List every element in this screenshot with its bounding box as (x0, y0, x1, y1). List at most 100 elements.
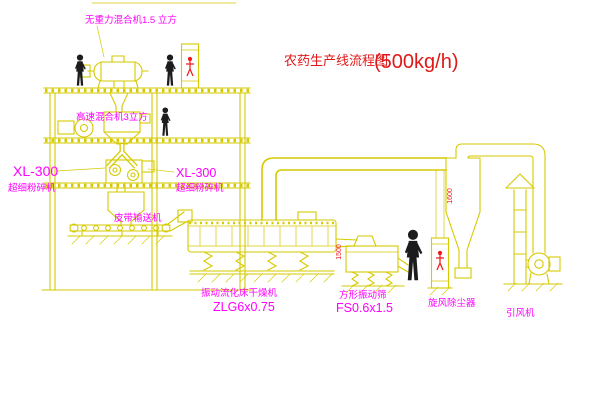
operator-icon (186, 61, 194, 77)
dryer-vent-stub (297, 211, 317, 221)
drive-drum (69, 223, 79, 233)
leader-gravity-mixer (96, 25, 105, 58)
fan-housing (527, 252, 551, 276)
label-left-mill-model: XL-300 (13, 163, 58, 179)
label-screen-name: 方形振动筛 (339, 289, 387, 301)
dimension-cyclone-height: 1600 (447, 188, 454, 204)
pulverizer (105, 159, 155, 193)
cyclone-separator (445, 157, 481, 279)
leader-right-mill (147, 168, 175, 173)
mill-motor (141, 160, 155, 173)
fluid-bed-dryer (187, 211, 337, 283)
hopper-shape (107, 191, 145, 226)
dimension-screen-inlet: 1500 (336, 244, 343, 260)
label-left-mill-name: 超细粉碎机 (8, 182, 56, 194)
ground-hatch (507, 282, 559, 292)
elevator-flanges (431, 243, 449, 282)
feeder-motor (57, 120, 75, 135)
worker-ground (404, 229, 423, 281)
roller (129, 225, 135, 231)
leader-left-mill (56, 167, 106, 172)
label-right-mill-name: 超细粉碎机 (176, 182, 224, 194)
fan-base (503, 272, 563, 285)
leader-lines (56, 25, 175, 173)
label-screen-model: FS0.6x1.5 (336, 301, 393, 315)
belt (69, 224, 171, 232)
exhaust-stack (505, 173, 535, 285)
operator-icon (437, 250, 443, 256)
dryer-segments (199, 226, 329, 246)
mill-discharge (116, 182, 126, 193)
ground-hatch (197, 273, 333, 283)
ground-hatch (429, 286, 451, 296)
screen-inlet-dome (353, 235, 377, 247)
drawing-capacity: (500kg/h) (374, 51, 459, 73)
operator-icon (436, 255, 444, 271)
bucket-elevator-2 (427, 169, 453, 296)
gravity-mixer (79, 55, 149, 113)
feed-funnel (109, 92, 129, 113)
label-high-speed-mixer: 高速混合机3立方 (76, 111, 148, 123)
worker-roof-right (165, 54, 176, 86)
screen-discharge (397, 257, 409, 273)
pipe-outer-wall (455, 143, 546, 254)
mill-pulley-hub (112, 167, 118, 173)
roller (153, 225, 159, 231)
stack-with-rain-cap (505, 173, 535, 285)
label-gravity-mixer: 无重力混合机1.5 立方 (85, 14, 177, 26)
mixer-motor (139, 113, 151, 124)
mill-pulley (108, 163, 122, 177)
cyclone-body (445, 157, 481, 269)
elevator-riser-pipe (435, 169, 445, 239)
label-fan: 引风机 (506, 307, 535, 319)
worker-floor2 (160, 107, 171, 136)
labels: 农药生产线流程图 (500kg/h) 无重力混合机1.5 立方 高速混合机3立方… (8, 14, 535, 319)
draft-fan (503, 252, 563, 292)
hopper (107, 191, 145, 226)
dryer-flanges (187, 225, 337, 247)
duct-outer-wall (261, 157, 447, 221)
pipe-inner-wall (467, 155, 534, 254)
floor-beams (43, 87, 251, 189)
rotary-valve (454, 267, 472, 279)
label-belt-conveyor: 皮带输送机 (114, 212, 162, 224)
feeder-links (73, 127, 85, 139)
roller (105, 225, 111, 231)
screen-springs (351, 271, 394, 287)
roller (93, 225, 99, 231)
mill-pulley (126, 168, 140, 182)
mixer-details (87, 55, 149, 89)
feeder-hub (79, 123, 89, 133)
elevator-casing (180, 43, 200, 89)
columns (49, 92, 246, 291)
conveyor-base (67, 230, 173, 237)
dryer-body (187, 219, 337, 253)
worker-roof-left (75, 54, 86, 86)
tail-drum (161, 223, 171, 233)
duct-inner-wall (275, 169, 447, 221)
vibrating-screen (335, 235, 409, 294)
belt-conveyor (67, 209, 193, 245)
roller (117, 225, 123, 231)
fan-hub (534, 259, 544, 269)
label-dryer-model: ZLG6x0.75 (213, 300, 275, 314)
roller (141, 225, 147, 231)
vibration-springs (202, 251, 310, 271)
aux-feeder (57, 118, 94, 139)
feed-chute (167, 211, 189, 232)
operator-icon (187, 56, 193, 62)
dryer-inlet-box (177, 209, 193, 223)
main-duct (261, 157, 447, 221)
label-cyclone: 旋风除尘器 (428, 297, 476, 309)
bucket-elevator-1 (180, 43, 200, 89)
building-frame (41, 87, 253, 291)
roller (81, 225, 87, 231)
ground-hatch (71, 235, 165, 245)
ground-hatch (345, 284, 397, 294)
label-dryer-name: 振动流化床干燥机 (201, 287, 278, 299)
fan-motor (548, 256, 561, 272)
label-right-mill-model: XL-300 (176, 166, 216, 180)
mill-pulley-hub (130, 172, 136, 178)
